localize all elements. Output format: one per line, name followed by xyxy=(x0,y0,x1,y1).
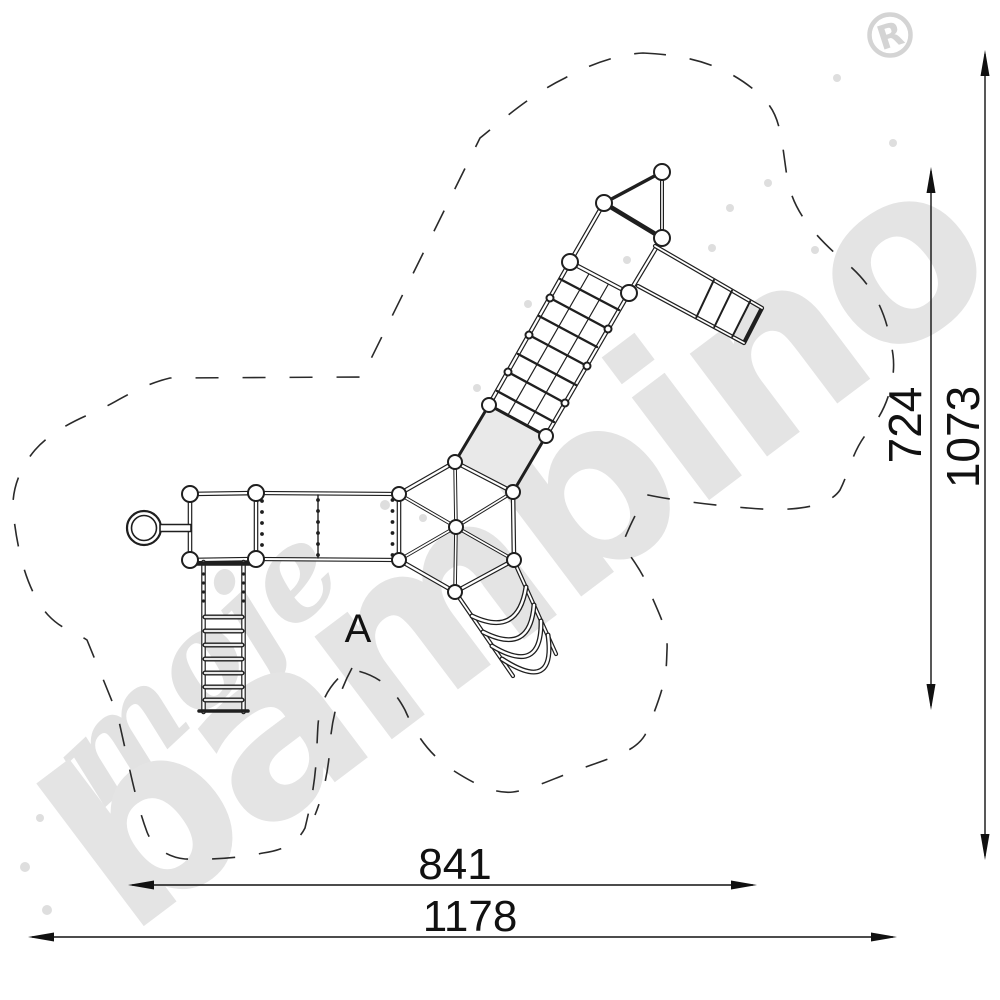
bridge-post-dots xyxy=(260,498,395,558)
dimension-label-724: 724 xyxy=(879,387,931,464)
arrow-down-icon xyxy=(926,684,936,710)
net-rungs xyxy=(495,277,621,424)
dimension-width-primary xyxy=(128,880,757,890)
bridge-walkway xyxy=(253,490,402,563)
ladder xyxy=(193,559,254,715)
post-balls xyxy=(181,163,671,600)
arrow-left-icon xyxy=(28,932,54,942)
slide-rungs xyxy=(695,279,752,338)
arrow-right-icon xyxy=(871,932,897,942)
play-structure xyxy=(125,163,765,715)
climber-arches xyxy=(469,584,552,675)
arrow-right-icon xyxy=(731,880,757,890)
dimension-label-841: 841 xyxy=(418,840,491,889)
ladder-texture-dots xyxy=(201,572,246,603)
safety-zone-overlap-arc xyxy=(314,667,353,816)
hexagon-spokes xyxy=(397,460,516,594)
tower-triangle-roof xyxy=(602,170,664,240)
arrow-up-icon xyxy=(926,167,936,193)
safety-zone-outline xyxy=(12,52,895,861)
dimension-width-total xyxy=(28,932,897,942)
dimension-layer: 724 1073 841 1178 A xyxy=(28,50,990,942)
arrow-up-icon xyxy=(980,50,990,76)
dimension-label-1073: 1073 xyxy=(937,386,989,488)
slide xyxy=(635,243,765,346)
ring-grip xyxy=(125,509,192,547)
arched-climber xyxy=(453,558,559,679)
dimension-height-primary xyxy=(926,167,936,710)
safety-zone-boundary xyxy=(12,52,895,861)
registered-trademark-icon: R xyxy=(867,12,913,58)
watermark-dots xyxy=(20,74,897,915)
dimension-height-total xyxy=(980,50,990,860)
watermark-layer: moje bambino R xyxy=(0,12,1000,983)
arrow-down-icon xyxy=(980,834,990,860)
plan-item-label: A xyxy=(345,607,372,651)
dimension-label-1178: 1178 xyxy=(423,892,518,941)
arrow-left-icon xyxy=(128,880,154,890)
